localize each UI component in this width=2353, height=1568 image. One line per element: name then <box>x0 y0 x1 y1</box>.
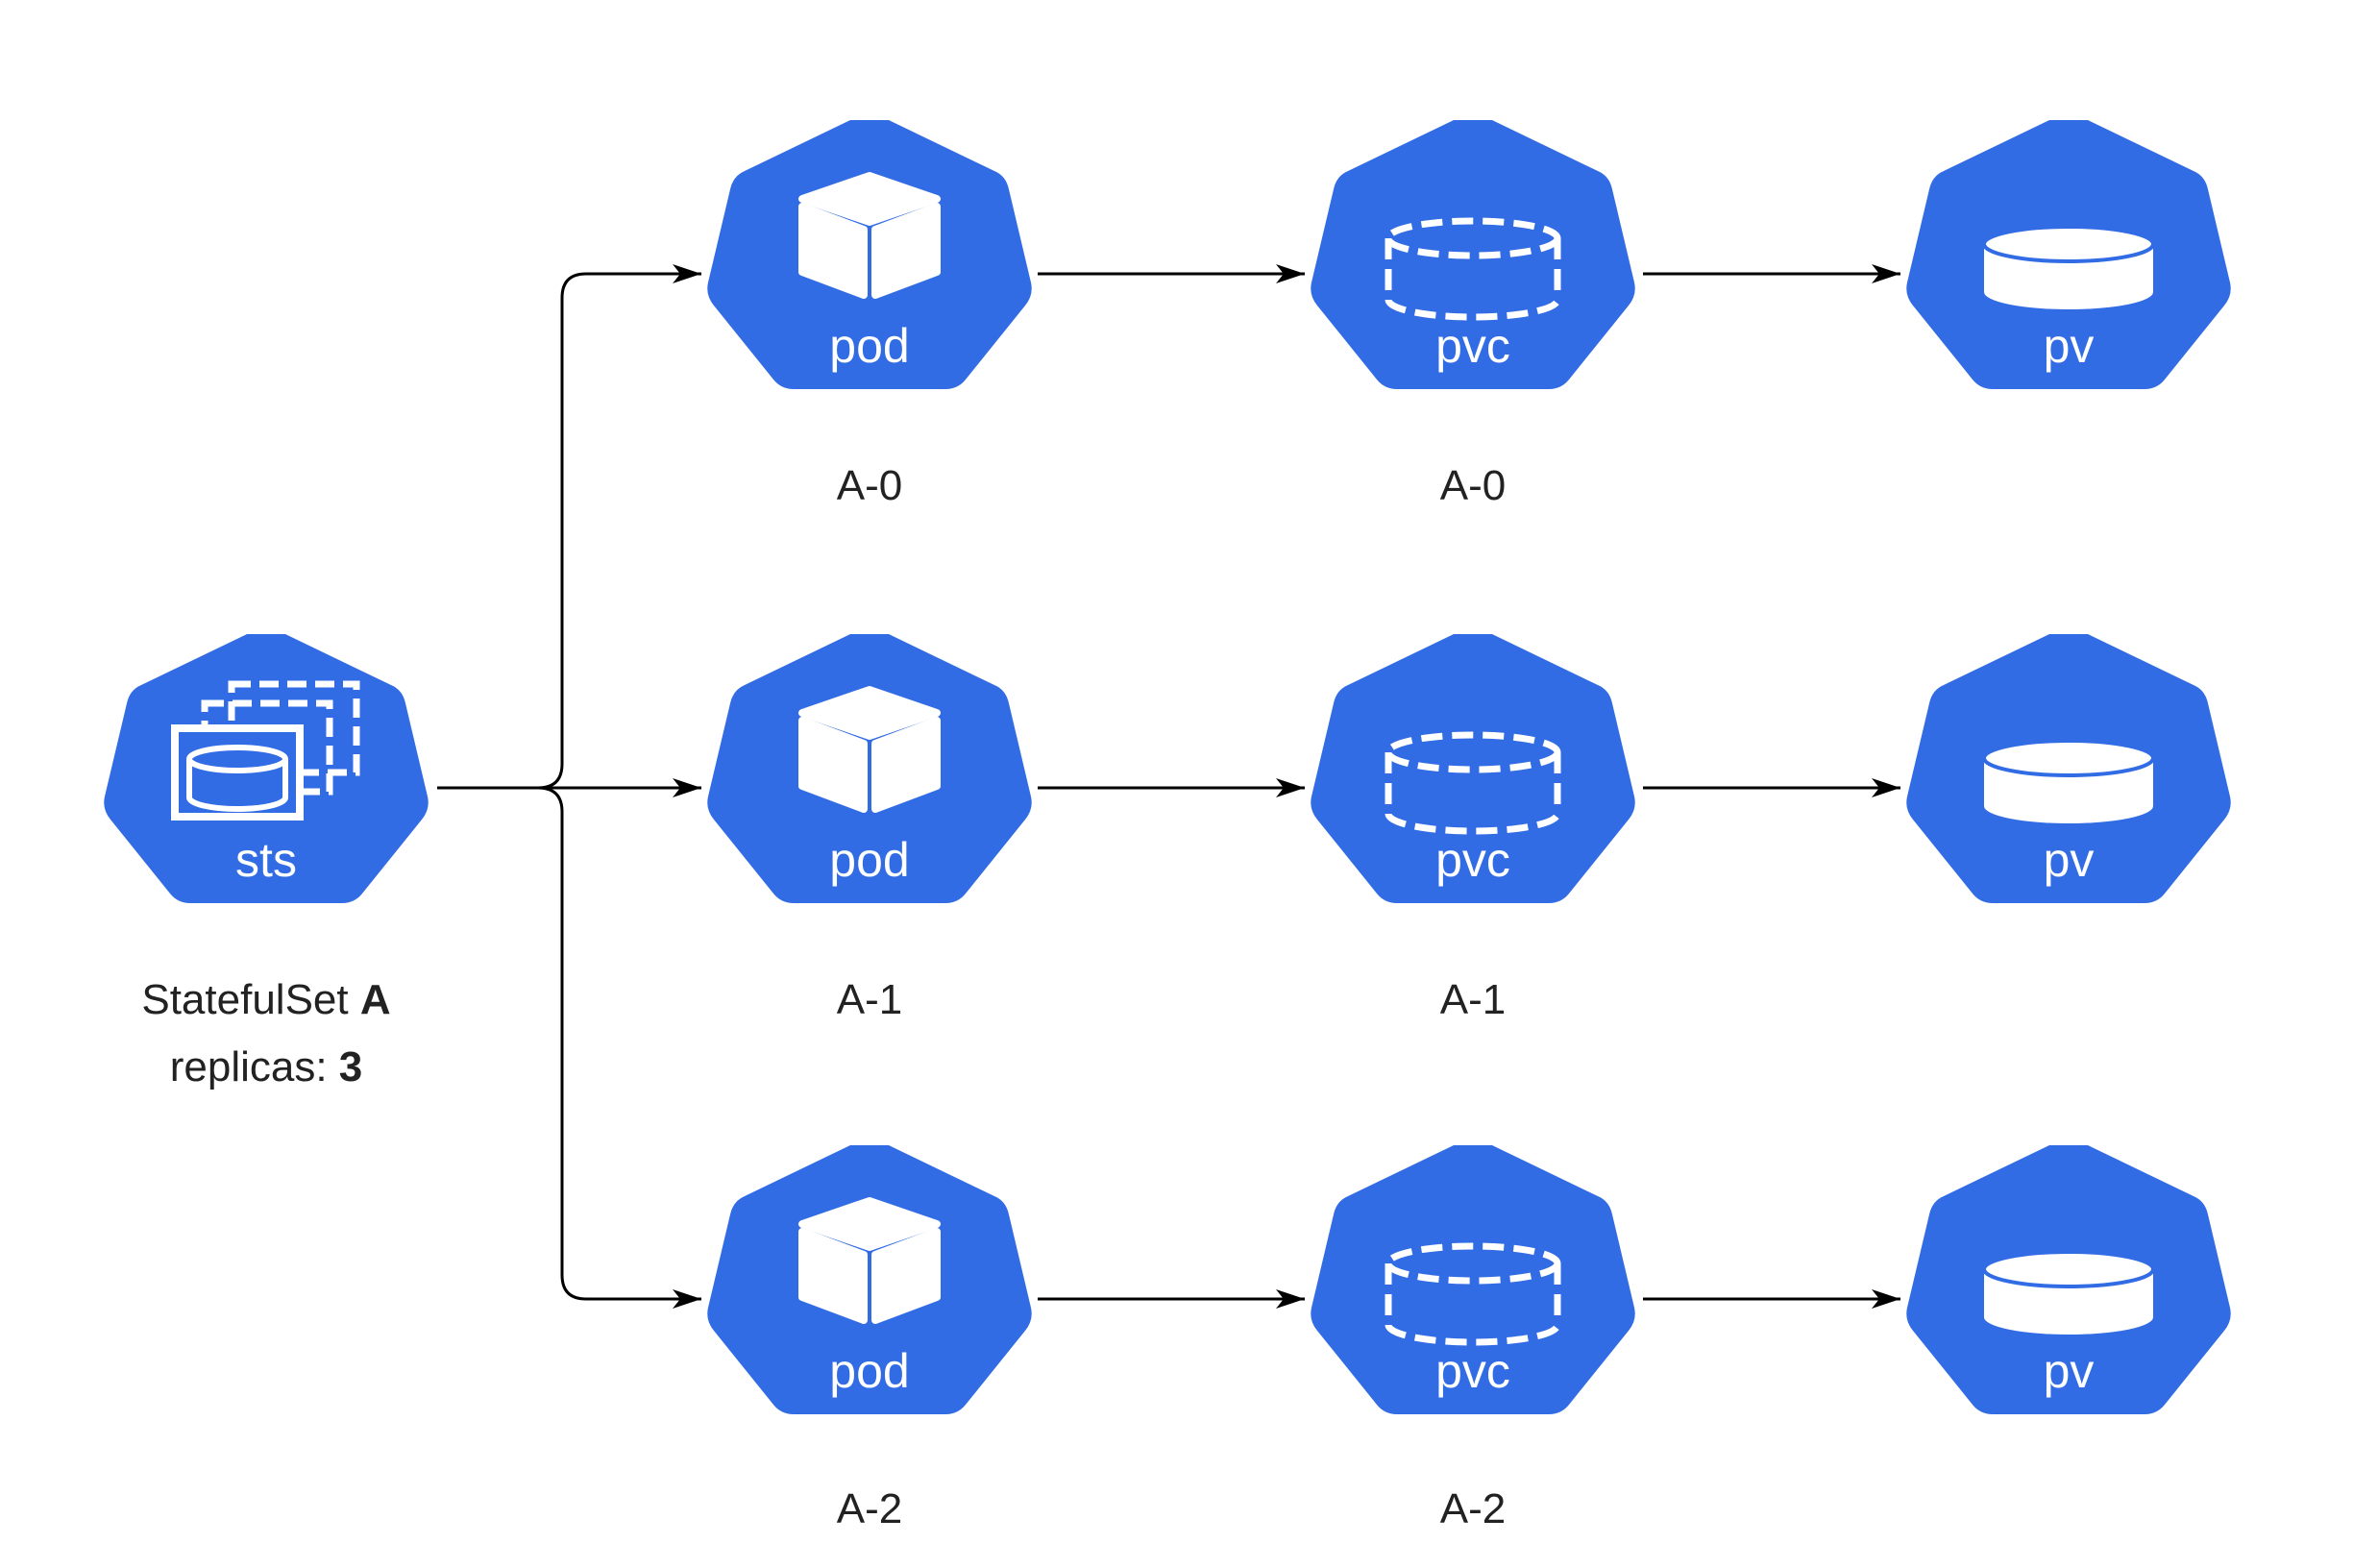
node-label: pod <box>829 319 909 373</box>
cylinder-icon <box>1982 739 2155 825</box>
cylinder-icon <box>1982 225 2155 311</box>
pvc-caption-1: A-1 <box>1440 976 1506 1023</box>
node-label: pv <box>2044 833 2095 887</box>
replicas-value: 3 <box>339 1043 362 1090</box>
node-label: pvc <box>1435 1344 1510 1398</box>
edges <box>437 264 1900 1309</box>
pv-node-0[interactable]: pv <box>1906 120 2231 389</box>
node-label: pvc <box>1435 833 1510 887</box>
node-label: pod <box>829 1344 909 1398</box>
pod-node-1[interactable]: pod <box>707 634 1032 903</box>
statefulset-name: A <box>360 976 391 1023</box>
node-label: pod <box>829 833 909 887</box>
node-label: pvc <box>1435 319 1510 373</box>
statefulset-node[interactable]: sts <box>104 634 429 903</box>
pvc-node-0[interactable]: pvc <box>1311 120 1635 389</box>
edge-sts-to-pod-0 <box>437 264 701 790</box>
pvc-caption-2: A-2 <box>1440 1485 1506 1532</box>
statefulset-caption-prefix: StatefulSet <box>141 976 359 1023</box>
pvc-caption-0: A-0 <box>1440 462 1506 509</box>
pv-node-1[interactable]: pv <box>1906 634 2231 903</box>
pod-node-2[interactable]: pod <box>707 1145 1032 1414</box>
node-label: pv <box>2044 1344 2095 1398</box>
replicas-prefix: replicas: <box>170 1043 339 1090</box>
pod-caption-2: A-2 <box>837 1485 902 1532</box>
statefulset-caption: StatefulSet A <box>141 976 390 1023</box>
cylinder-icon <box>1982 1250 2155 1336</box>
pv-node-2[interactable]: pv <box>1906 1145 2231 1414</box>
pod-node-0[interactable]: pod <box>707 120 1032 389</box>
pod-caption-1: A-1 <box>837 976 902 1023</box>
node-label: sts <box>235 833 297 887</box>
replicas-caption: replicas: 3 <box>170 1043 363 1090</box>
pvc-node-2[interactable]: pvc <box>1311 1145 1635 1414</box>
edge-sts-to-pod-2 <box>437 786 701 1309</box>
pod-caption-0: A-0 <box>837 462 902 509</box>
pvc-node-1[interactable]: pvc <box>1311 634 1635 903</box>
node-label: pv <box>2044 319 2095 373</box>
